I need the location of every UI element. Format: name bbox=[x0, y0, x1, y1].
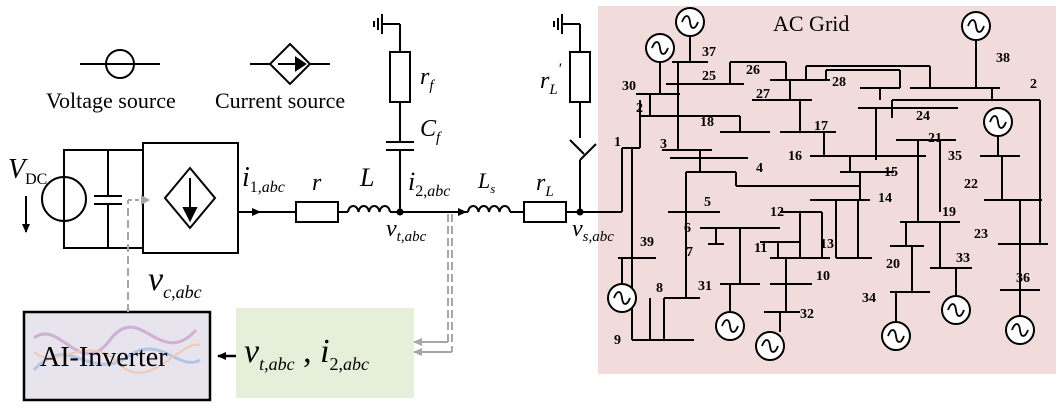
rl-prime-label: rL' bbox=[540, 61, 562, 98]
bus-label-9: 9 bbox=[614, 333, 621, 348]
dc-link-capacitor bbox=[94, 150, 122, 248]
generator-icon-31 bbox=[715, 311, 745, 341]
inductor-l bbox=[347, 204, 391, 213]
voltage-source-legend-label: Voltage source bbox=[46, 88, 176, 113]
bus-label-10: 10 bbox=[816, 269, 830, 284]
generator-icon-32 bbox=[755, 331, 785, 361]
bus-label-8: 8 bbox=[656, 281, 663, 296]
bus-label-17: 17 bbox=[814, 119, 828, 134]
i1-label: i1,abc bbox=[242, 162, 285, 196]
bus-label-2b: 2 bbox=[1030, 77, 1037, 92]
r-label: r bbox=[312, 170, 322, 196]
measurement-box bbox=[236, 308, 414, 398]
generator-icon-39 bbox=[607, 283, 637, 313]
bus-label-37: 37 bbox=[702, 45, 716, 60]
ac-grid-title: AC Grid bbox=[773, 11, 849, 36]
ls-label: Ls bbox=[477, 168, 495, 196]
bus-label-2: 2 bbox=[636, 101, 643, 116]
rf-label: rf bbox=[420, 64, 435, 94]
l-label: L bbox=[359, 163, 374, 192]
resistor-rl bbox=[523, 201, 567, 223]
generator-icon-36 bbox=[1005, 315, 1035, 345]
current-source-legend-icon bbox=[250, 42, 330, 86]
resistor-r bbox=[295, 201, 339, 223]
bus-label-7: 7 bbox=[686, 245, 693, 260]
bus-label-1: 1 bbox=[614, 135, 621, 150]
bus-label-27: 27 bbox=[756, 87, 770, 102]
bus-label-6: 6 bbox=[684, 221, 691, 236]
bus-label-21: 21 bbox=[928, 131, 942, 146]
bus-label-32: 32 bbox=[800, 307, 814, 322]
bus-label-18: 18 bbox=[700, 115, 714, 130]
bus-label-20: 20 bbox=[886, 257, 900, 272]
generator-line-34 bbox=[895, 290, 1021, 322]
generator-icon-34 bbox=[881, 321, 911, 351]
bus-label-31: 31 bbox=[698, 279, 712, 294]
i2-label: i2,abc bbox=[408, 167, 450, 200]
bus-label-25: 25 bbox=[702, 69, 716, 84]
ai-inverter-box bbox=[22, 310, 212, 402]
bus-label-11: 11 bbox=[754, 241, 767, 256]
filter-branch bbox=[373, 14, 414, 212]
bus-label-15: 15 bbox=[884, 165, 898, 180]
bus-label-36: 36 bbox=[1016, 271, 1030, 286]
inductor-ls bbox=[467, 204, 511, 213]
bus-label-14: 14 bbox=[878, 191, 892, 206]
bus-label-24: 24 bbox=[916, 109, 930, 124]
load-branch bbox=[553, 14, 597, 212]
vt-label: vt,abc bbox=[386, 216, 427, 245]
ac-grid-background bbox=[598, 6, 1056, 374]
bus-label-30: 30 bbox=[622, 79, 636, 94]
bus-label-13: 13 bbox=[820, 237, 834, 252]
bus-label-12: 12 bbox=[770, 205, 784, 220]
generator-icon-38 bbox=[961, 11, 991, 41]
measurement-feedback-line bbox=[447, 214, 453, 352]
bus-label-38: 38 bbox=[996, 51, 1010, 66]
bus-label-5: 5 bbox=[704, 195, 711, 210]
bus-label-39: 39 bbox=[640, 235, 654, 250]
rl-label: rL bbox=[536, 170, 554, 200]
bus-label-26: 26 bbox=[746, 63, 760, 78]
cf-label: Cf bbox=[420, 116, 442, 146]
pwm-gray-arrow bbox=[128, 195, 150, 205]
bus-label-16: 16 bbox=[788, 149, 802, 164]
generator-icon-33 bbox=[941, 295, 971, 325]
ai-inverter-label: AI-Inverter bbox=[40, 342, 168, 373]
bus-label-4: 4 bbox=[756, 161, 763, 176]
bus-label-33: 33 bbox=[956, 251, 970, 266]
bus-label-22: 22 bbox=[964, 177, 978, 192]
bus-label-3: 3 bbox=[660, 137, 667, 152]
voltage-source-legend-icon bbox=[80, 49, 160, 79]
bus-label-23: 23 bbox=[974, 227, 988, 242]
bus-label-35: 35 bbox=[948, 149, 962, 164]
vc-label: vc,abc bbox=[148, 261, 202, 302]
bus-label-19: 19 bbox=[942, 205, 956, 220]
generator-icon-30 bbox=[645, 33, 675, 63]
bus-label-34: 34 bbox=[862, 291, 876, 306]
generator-icon-35 bbox=[983, 107, 1013, 137]
vdc-label: VDC bbox=[8, 154, 47, 188]
inverter-current-source bbox=[142, 142, 239, 254]
generator-icon-37 bbox=[675, 7, 705, 37]
current-source-legend-label: Current source bbox=[215, 88, 345, 113]
bus-number-labels: 1 2 2 3 4 5 6 7 8 9 10 11 12 13 14 15 16… bbox=[614, 45, 1037, 348]
bus-label-28: 28 bbox=[832, 75, 846, 90]
